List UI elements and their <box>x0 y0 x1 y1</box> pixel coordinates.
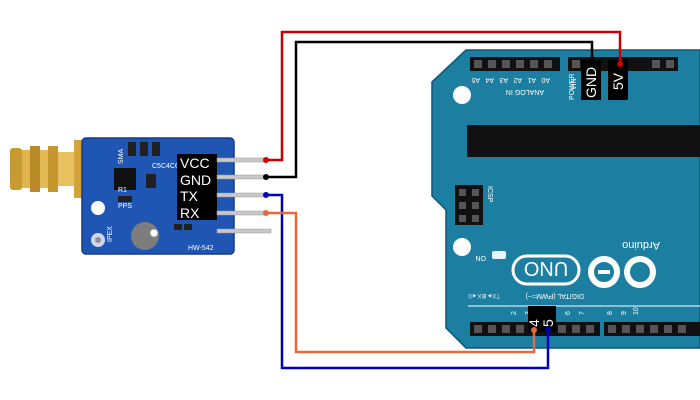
tx-wire <box>266 193 550 370</box>
gps-pin-label-block <box>177 154 217 220</box>
arduino-pin4-label: 4 <box>526 319 542 327</box>
mounting-hole <box>453 86 471 104</box>
mounting-hole <box>453 238 471 256</box>
arduino-pin5-label: 5 <box>540 319 556 327</box>
rx-label: RX◄0 <box>468 292 486 298</box>
gps-rx-label: RX <box>180 205 200 221</box>
analog-pin-label: A3 <box>499 76 508 83</box>
power-pin-label: VIN <box>571 78 578 90</box>
digital-pin-label: 10 <box>633 307 640 315</box>
uno-logo <box>511 254 581 286</box>
pin5-highlight <box>542 306 556 332</box>
vcc-wire-end <box>263 157 269 163</box>
digital-pin-label: 6 <box>565 311 572 315</box>
gnd-wire-end <box>263 174 269 180</box>
atmega-chip <box>467 125 700 157</box>
digital-label: DIGITAL (PWM=~) <box>526 292 584 299</box>
vcc-wire <box>266 30 622 162</box>
ipex-silk-label: IPEX <box>107 226 114 242</box>
analog-pin-label: A2 <box>513 76 522 83</box>
5v-pin-highlight <box>608 60 628 100</box>
analog-pin-label: A0 <box>541 76 550 83</box>
arduino-infinity-logo <box>588 256 656 288</box>
model-silk-label: HW-542 <box>188 245 214 252</box>
rx-wire-end <box>263 210 269 216</box>
r1-silk-label: R1 <box>118 187 127 194</box>
pin5-wire-end <box>545 327 551 333</box>
gps-mounting-hole <box>91 201 105 215</box>
digital-pin-label: 8 <box>607 311 614 315</box>
power-header-label: POWER <box>569 74 576 100</box>
analog-pin-label: A5 <box>471 76 480 83</box>
arduino-brand-text: Arduino <box>622 239 660 251</box>
analog-pin-label: A4 <box>485 76 494 83</box>
pin4-wire-end <box>531 327 537 333</box>
arduino-uno-board: A5 A4 A3 A2 A1 A0 ANALOG IN VIN 3V3 POWE… <box>431 49 700 349</box>
analog-in-label: ANALOG IN <box>506 88 544 95</box>
gps-vcc-label: VCC <box>180 155 210 171</box>
gnd-wire-end-arduino <box>589 61 595 67</box>
wires <box>263 30 623 370</box>
icsp-label: ICSP <box>486 186 493 203</box>
digital-pin-label: 2 <box>511 311 518 315</box>
pps-led <box>149 228 159 238</box>
gnd-wire <box>266 40 594 179</box>
sma-silk-label: SMA <box>118 149 125 165</box>
pin4-highlight <box>528 306 542 332</box>
tx-label: TX►1 <box>482 292 500 298</box>
pps-silk-label: PPS <box>118 203 132 210</box>
gps-gnd-label: GND <box>180 172 211 188</box>
gps-module: SMA C5C4C6 PPS IPEX HW-542 R1 VCC GND TX… <box>10 137 272 255</box>
gps-chip <box>114 168 136 190</box>
rx-wire <box>266 211 536 354</box>
gps-tx-label: TX <box>180 188 199 204</box>
analog-pin-label: A1 <box>527 76 536 83</box>
arduino-pcb <box>431 49 700 349</box>
arduino-5v-label: 5V <box>610 72 626 90</box>
on-led <box>492 251 506 259</box>
on-led-label: ON <box>476 254 487 261</box>
caps-silk-label: C5C4C6 <box>152 163 179 170</box>
digital-pin-label: 7 <box>579 311 586 315</box>
gnd-pin-highlight <box>581 60 601 100</box>
5v-wire-end <box>617 61 623 67</box>
digital-pin-label: 9 <box>621 311 628 315</box>
arduino-gnd-label: GND <box>583 67 599 98</box>
uno-logo-text: UNO <box>524 257 568 279</box>
tx-wire-end <box>263 192 269 198</box>
